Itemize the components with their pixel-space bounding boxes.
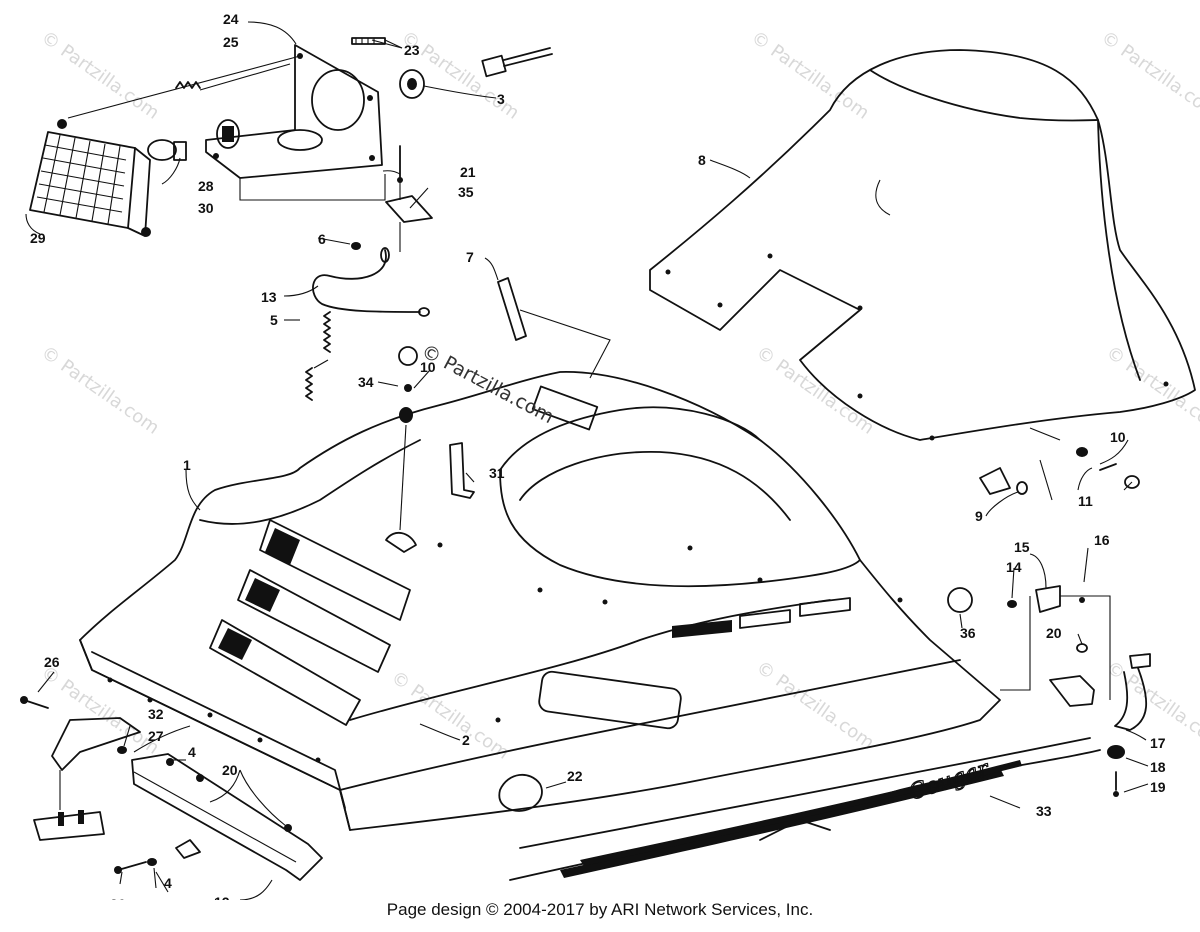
callout-20: 20	[1046, 625, 1062, 641]
callout-11: 11	[1078, 493, 1093, 509]
callout-31: 31	[489, 465, 505, 481]
callout-20: 20	[222, 762, 238, 778]
callout-21: 21	[460, 164, 476, 180]
headlight-lens	[29, 119, 151, 237]
callout-34: 34	[358, 374, 374, 390]
callout-12: 12	[214, 894, 230, 900]
callout-27: 27	[148, 728, 164, 744]
callout-26: 26	[110, 896, 126, 900]
callout-18: 18	[1150, 759, 1166, 775]
hood-body	[79, 371, 1001, 831]
callout-17: 17	[1150, 735, 1166, 751]
callout-26: 26	[44, 654, 60, 670]
callout-4: 4	[164, 875, 172, 891]
bracket-31	[449, 442, 475, 499]
right-hardware	[947, 585, 1151, 797]
callout-33: 33	[1036, 803, 1052, 819]
headlight-socket	[216, 119, 240, 149]
watermark-layer: © Partzilla.com © Partzilla.com © Partzi…	[37, 27, 1200, 764]
callout-labels: 1 2 3 4 4 5 6 7 8 9 10 10 11 12 13 14 15…	[30, 11, 1166, 900]
nut-6	[351, 242, 361, 250]
callout-15: 15	[1014, 539, 1030, 555]
callout-32: 32	[148, 706, 164, 722]
callout-6: 6	[318, 231, 326, 247]
connector-plug	[481, 47, 553, 78]
cowl-watermark: © Partzilla.com	[418, 340, 558, 428]
callout-8: 8	[698, 152, 706, 168]
windshield-hardware	[979, 427, 1140, 501]
callout-10: 10	[1110, 429, 1126, 445]
callout-9: 9	[975, 508, 983, 524]
bumper-hardware	[20, 696, 323, 881]
bracket-7	[497, 277, 611, 379]
watermark: © Partzilla.com	[752, 657, 878, 754]
mount-34-10	[385, 346, 418, 553]
cougar-decal-text: Cougar	[906, 756, 993, 806]
callout-35: 35	[458, 184, 474, 200]
callout-19: 19	[1150, 779, 1166, 795]
callout-22: 22	[567, 768, 583, 784]
windshield-8	[649, 49, 1196, 441]
callout-24: 24	[223, 11, 239, 27]
spring-25	[175, 81, 201, 89]
callout-16: 16	[1094, 532, 1110, 548]
callout-3: 3	[497, 91, 505, 107]
callout-23: 23	[404, 42, 420, 58]
callout-25: 25	[223, 34, 239, 50]
callout-7: 7	[466, 249, 474, 265]
bracket-35	[385, 195, 433, 252]
headlight-leaders	[67, 39, 403, 201]
watermark: © Partzilla.com	[747, 27, 873, 124]
headlight-bracket	[205, 44, 383, 179]
callout-13: 13	[261, 289, 277, 305]
callout-30: 30	[198, 200, 214, 216]
headlight-bulb	[147, 139, 187, 161]
callout-4: 4	[188, 744, 196, 760]
callout-14: 14	[1006, 559, 1022, 575]
callout-leaders	[25, 21, 1149, 900]
callout-29: 29	[30, 230, 46, 246]
ground-cable-13	[312, 247, 430, 317]
callout-36: 36	[960, 625, 976, 641]
grommet-3	[399, 69, 425, 99]
callout-1: 1	[183, 457, 191, 473]
decal-22	[498, 774, 543, 812]
callout-28: 28	[198, 178, 214, 194]
hood-assembly-drawing: © Partzilla.com © Partzilla.com © Partzi…	[20, 11, 1200, 900]
screw-23	[351, 37, 386, 45]
watermark: © Partzilla.com	[1097, 27, 1200, 124]
decal-stripe-33	[509, 737, 1101, 881]
callout-5: 5	[270, 312, 278, 328]
callout-2: 2	[462, 732, 470, 748]
spring-5	[305, 311, 331, 401]
callout-10: 10	[420, 359, 436, 375]
footer-copyright: Page design © 2004-2017 by ARI Network S…	[386, 900, 814, 919]
watermark: © Partzilla.com	[752, 342, 878, 439]
watermark: © Partzilla.com	[37, 342, 163, 439]
screw-21	[397, 145, 403, 183]
